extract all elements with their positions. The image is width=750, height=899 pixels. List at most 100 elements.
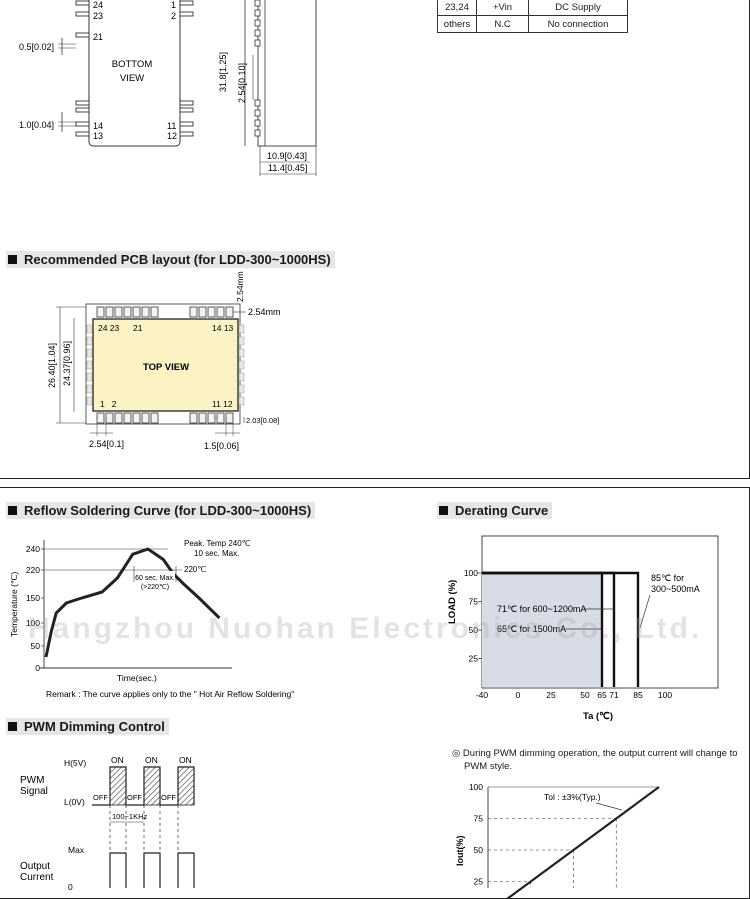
derating-section-title: Derating Curve bbox=[437, 502, 553, 519]
reflow-y-tick: 150 bbox=[26, 593, 40, 603]
derating-x-tick: 85 bbox=[633, 690, 643, 700]
pwm-title-text: PWM Dimming Control bbox=[24, 719, 165, 734]
reflow-window-1: 60 sec. Max. bbox=[135, 575, 175, 582]
reflow-peak-note-2: 10 sec. Max. bbox=[194, 549, 239, 558]
pcb-pins-1-2: 1 2 bbox=[100, 399, 117, 409]
derating-y-tick: 50 bbox=[469, 625, 479, 635]
specs-panel bbox=[0, 487, 750, 899]
reflow-y-tick: 50 bbox=[31, 641, 41, 651]
pin-table: 23,24 +Vin DC Supply others N.C No conne… bbox=[437, 0, 628, 33]
bullet-square-icon bbox=[439, 506, 448, 515]
pwm-on-label-2: ON bbox=[145, 755, 158, 765]
derating-area-fill bbox=[482, 573, 602, 687]
bottom-view-label-2: VIEW bbox=[120, 73, 144, 84]
dim-width-1: 10.9[0.43] bbox=[267, 151, 307, 161]
pwm-l-label: L(0V) bbox=[64, 797, 85, 807]
derating-x-tick: -40 bbox=[476, 690, 489, 700]
pin-label-21: 21 bbox=[93, 32, 103, 42]
derating-y-tick: 100 bbox=[464, 568, 478, 578]
bottom-view-drawing: 24 23 21 1 2 14 13 11 12 BOTTOM VIEW 0.5… bbox=[19, 0, 317, 176]
derating-ann-85-2: 300~500mA bbox=[651, 584, 700, 594]
reflow-220-note: 220℃ bbox=[184, 565, 206, 574]
dim-pitch: 1.0[0.04] bbox=[19, 120, 54, 130]
table-cell: No connection bbox=[528, 15, 628, 33]
pwm-note: ◎ During PWM dimming operation, the outp… bbox=[452, 747, 742, 773]
pcb-dim-pitch-bottom: 2.54[0.1] bbox=[89, 439, 124, 449]
reflow-window-2: (>220℃) bbox=[141, 584, 169, 591]
bottom-view-label-1: BOTTOM bbox=[112, 59, 153, 70]
iout-y-tick: 100 bbox=[469, 782, 483, 792]
derating-y-tick: 25 bbox=[469, 654, 479, 664]
watermark: Hangzhou Nuohan Electronics Co., Ltd. bbox=[28, 612, 703, 645]
iout-tol-label: Tol : ±3%(Typ.) bbox=[544, 792, 601, 802]
derating-series-line bbox=[482, 571, 604, 687]
pcb-layout-drawing: 24 23 21 14 13 1 2 11 12 TOP VIEW 26.40[… bbox=[47, 271, 281, 451]
bullet-square-icon bbox=[8, 255, 17, 264]
reflow-y-tick: 240 bbox=[26, 544, 40, 554]
pin-label-14: 14 bbox=[93, 121, 103, 131]
bullet-square-icon bbox=[8, 506, 17, 515]
pwm-section-title: PWM Dimming Control bbox=[6, 718, 169, 735]
pwm-signal-label-2: Signal bbox=[20, 786, 48, 797]
reflow-remark: Remark : The curve applies only to the "… bbox=[46, 689, 294, 699]
pin-label-13: 13 bbox=[93, 131, 103, 141]
pin-label-23: 23 bbox=[93, 11, 103, 21]
pcb-pins-24-23: 24 23 bbox=[98, 323, 120, 333]
dim-pin-spacing: 2.54[0.10] bbox=[237, 63, 247, 103]
reflow-xlabel: Time(sec.) bbox=[117, 673, 157, 683]
dim-pin-width: 0.5[0.02] bbox=[19, 42, 54, 52]
pin-label-24: 24 bbox=[93, 0, 103, 10]
derating-ann-65: 65℃ for 1500mA bbox=[497, 624, 566, 634]
pin-label-1: 1 bbox=[171, 0, 176, 10]
pwm-on-label-1: ON bbox=[111, 755, 124, 765]
derating-xlabel: Ta (℃) bbox=[583, 711, 613, 722]
pwm-note-line-1: ◎ During PWM dimming operation, the outp… bbox=[452, 748, 738, 759]
pwm-freq-label: 100~1KHz bbox=[112, 812, 147, 821]
pcb-top-view-label: TOP VIEW bbox=[143, 362, 189, 373]
pcb-dim-height-inner: 24.37[0.96] bbox=[62, 341, 72, 386]
pcb-dim-height-outer: 26.40[1.04] bbox=[47, 343, 57, 388]
derating-x-tick: 65 bbox=[597, 690, 607, 700]
derating-lines bbox=[482, 571, 640, 687]
pwm-output-label-2: Current bbox=[20, 872, 54, 883]
pwm-off-label-1: OFF bbox=[93, 793, 108, 802]
pin-label-2: 2 bbox=[171, 11, 176, 21]
table-row: 23,24 +Vin DC Supply bbox=[437, 0, 628, 16]
dim-width-2: 11.4[0.45] bbox=[268, 163, 307, 173]
derating-x-tick: 71 bbox=[609, 690, 619, 700]
iout-y-tick: 25 bbox=[474, 877, 484, 887]
reflow-y-tick: 220 bbox=[26, 565, 40, 575]
pcb-pins-11-12: 11 12 bbox=[212, 399, 233, 409]
pcb-section-title: Recommended PCB layout (for LDD-300~1000… bbox=[6, 251, 335, 268]
pcb-pins-14-13: 14 13 bbox=[212, 323, 234, 333]
pwm-on-label-3: ON bbox=[179, 755, 192, 765]
iout-ylabel: Iout(%) bbox=[455, 836, 465, 867]
derating-x-tick: 25 bbox=[546, 690, 556, 700]
reflow-peak-note-1: Peak. Temp 240℃ bbox=[184, 539, 251, 548]
pwm-off-label-2: OFF bbox=[127, 793, 142, 802]
pwm-off-label-3: OFF bbox=[161, 793, 176, 802]
pwm-signal-label-1: PWM bbox=[20, 775, 44, 786]
pcb-title-text: Recommended PCB layout (for LDD-300~1000… bbox=[24, 252, 331, 267]
reflow-ylabel: Temperature (℃) bbox=[9, 572, 19, 637]
pwm-max-label: Max bbox=[68, 845, 85, 855]
pwm-output-label-1: Output bbox=[20, 861, 50, 872]
reflow-section-title: Reflow Soldering Curve (for LDD-300~1000… bbox=[6, 502, 316, 519]
pin-label-12: 12 bbox=[167, 131, 177, 141]
pcb-dim-254mm: 2.54mm bbox=[248, 307, 281, 317]
bullet-square-icon bbox=[8, 722, 17, 731]
table-row: others N.C No connection bbox=[437, 15, 628, 33]
pcb-dim-254-vertical: 2.54mm bbox=[235, 271, 245, 302]
derating-ylabel: LOAD (%) bbox=[447, 580, 458, 624]
derating-ann-85-1: 85℃ for bbox=[651, 573, 684, 583]
reflow-y-tick: 100 bbox=[26, 618, 40, 628]
pwm-h-label: H(5V) bbox=[64, 758, 86, 768]
pcb-dim-pad: 2.03[0.08] bbox=[246, 416, 279, 425]
